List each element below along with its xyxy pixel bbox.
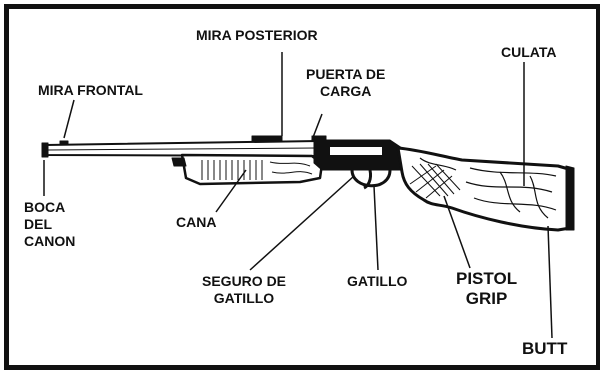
label-cana: CANA [176, 214, 217, 230]
label-culata: CULATA [501, 44, 557, 60]
label-mira-frontal: MIRA FRONTAL [38, 82, 143, 98]
leader-lines [43, 52, 553, 339]
label-puerta-de-carga: PUERTA DE CARGA [306, 66, 386, 99]
label-pistol-grip: PISTOL GRIP [456, 269, 518, 308]
leader-seguro-de-gatillo [249, 175, 355, 271]
leader-butt [547, 225, 553, 339]
label-seguro-de-gatillo: SEGURO DE GATILLO [202, 273, 287, 306]
label-gatillo: GATILLO [347, 273, 408, 289]
leader-puerta-de-carga [311, 113, 323, 141]
stock [396, 146, 574, 232]
leader-gatillo [373, 185, 379, 271]
leader-cana [215, 169, 247, 213]
label-butt: BUTT [522, 339, 568, 358]
front-sight [59, 140, 69, 146]
butt-plate [565, 165, 575, 231]
label-mira-posterior: MIRA POSTERIOR [196, 27, 318, 43]
rear-sight [251, 135, 283, 142]
forestock [180, 153, 324, 186]
muzzle [41, 142, 49, 158]
leader-mira-frontal [63, 99, 75, 139]
rifle-illustration [41, 135, 575, 232]
label-boca-del-canon: BOCA DEL CANON [24, 199, 76, 249]
leader-pistol-grip [443, 195, 471, 269]
trigger-guard [350, 169, 392, 188]
trigger [363, 169, 372, 190]
